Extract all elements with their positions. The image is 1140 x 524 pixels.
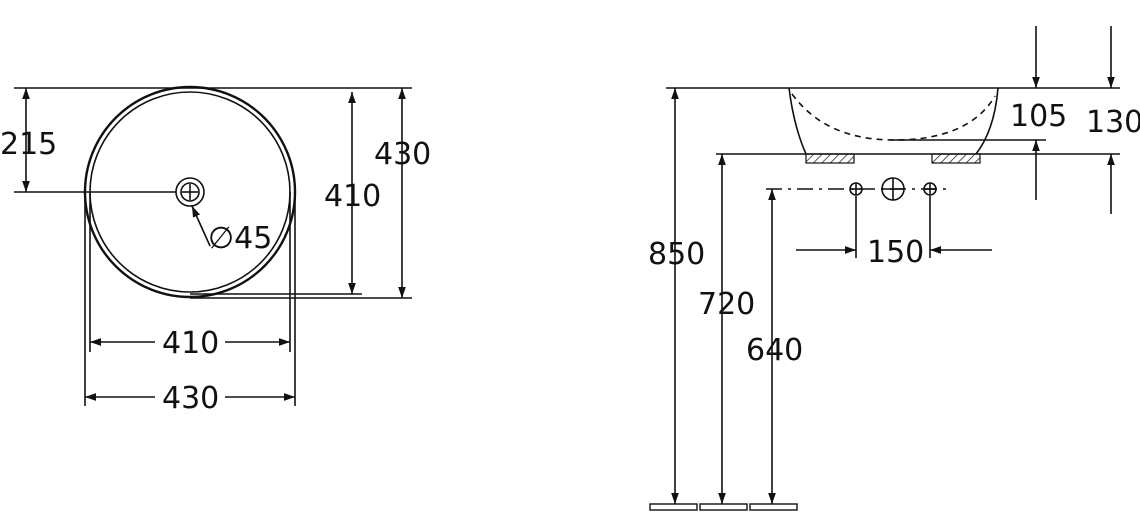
dim-label-inner-height: 410 [324, 179, 381, 214]
dim-label-bowl-depth: 105 [1010, 99, 1067, 134]
dim-label-total-depth: 130 [1086, 105, 1140, 140]
countertop-hatch-right [931, 153, 981, 164]
dim-label-outer-width: 430 [162, 381, 219, 416]
drain-leader-line [191, 205, 211, 247]
floor-block-3 [749, 503, 798, 511]
bowl-profile [788, 87, 999, 155]
dim-label-outlet-height: 640 [746, 333, 803, 368]
drain-inner-circle [180, 182, 200, 202]
dim-label-tap-spacing: 150 [867, 235, 924, 270]
dim-label-center-height: 215 [0, 127, 57, 162]
floor-block-2 [699, 503, 748, 511]
dim-label-counter-height: 720 [698, 287, 755, 322]
bowl-inner-dashed [791, 93, 996, 141]
dim-label-inner-width: 410 [162, 326, 219, 361]
dim-label-drain: ∅45 [208, 221, 272, 256]
floor-block-1 [649, 503, 698, 511]
dim-label-rim-height: 850 [648, 237, 705, 272]
top-view: 215 410 430 ∅45 410 430 [0, 85, 431, 416]
side-view: 150 105 130 850 720 640 [648, 26, 1140, 511]
countertop-hatch-left [805, 153, 855, 164]
dim-label-outer-height: 430 [374, 137, 431, 172]
